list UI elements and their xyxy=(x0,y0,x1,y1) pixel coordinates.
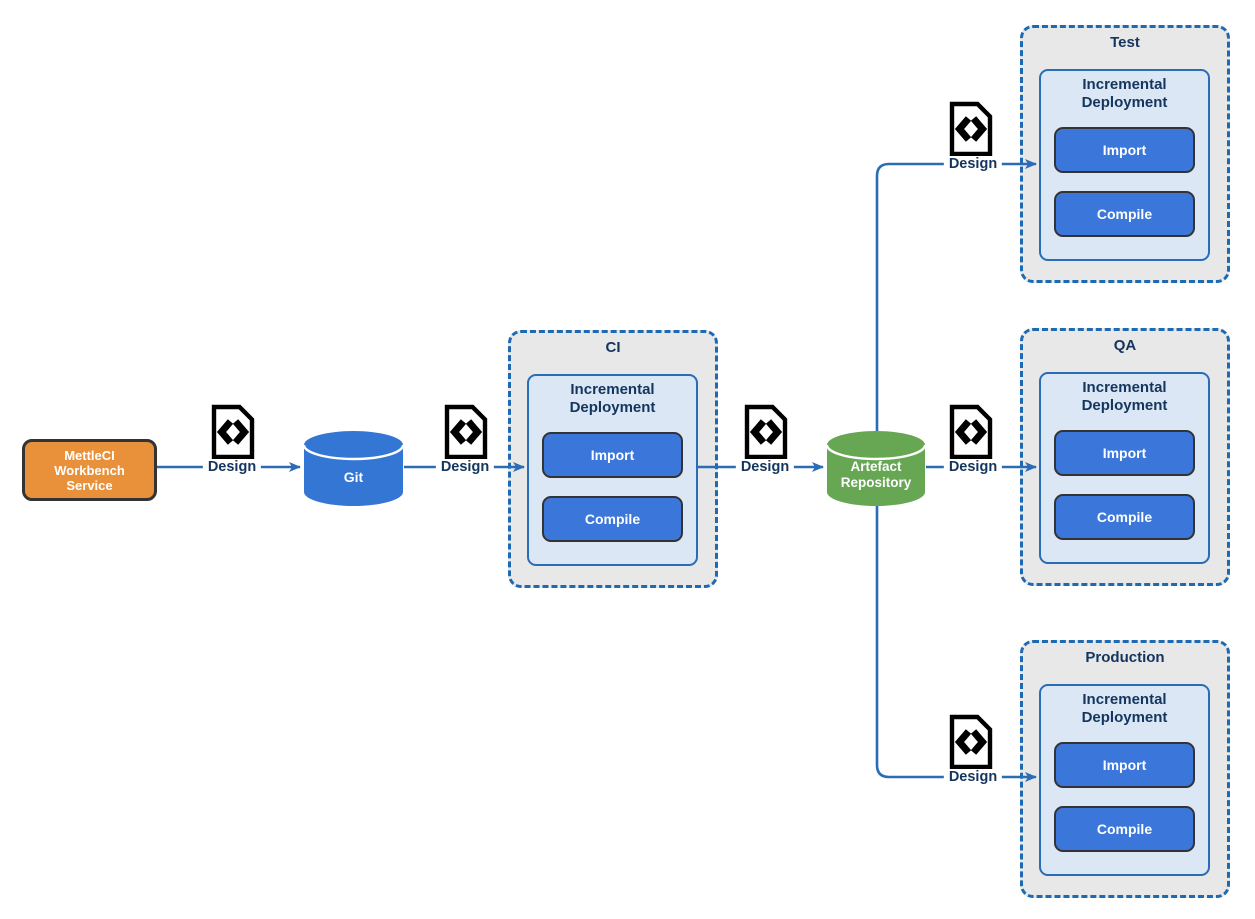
import-step: Import xyxy=(1054,742,1195,788)
import-step: Import xyxy=(1054,430,1195,476)
env-title: CI xyxy=(605,339,621,356)
node-mettleci-workbench-service: MettleCI Workbench Service xyxy=(22,439,157,501)
incremental-deployment-box: Incremental Deployment Import Compile xyxy=(527,374,698,566)
env-title: Production xyxy=(1085,649,1165,666)
edge-label-design: Design xyxy=(735,459,795,475)
edge-label-design: Design xyxy=(943,156,1003,172)
node-artefact-repository: Artefact Repository xyxy=(826,430,926,507)
code-file-icon xyxy=(444,404,488,460)
deployment-title: Incremental Deployment xyxy=(1081,379,1168,414)
node-label: MettleCI Workbench Service xyxy=(54,447,125,493)
edge-label-design: Design xyxy=(202,459,262,475)
edge-artefact-to-test xyxy=(875,159,1037,431)
env-container-test: Test Incremental Deployment Import Compi… xyxy=(1020,25,1230,283)
code-file-icon xyxy=(949,101,993,157)
node-label: Git xyxy=(343,468,364,485)
env-title: QA xyxy=(1113,337,1137,354)
incremental-deployment-box: Incremental Deployment Import Compile xyxy=(1039,372,1210,564)
env-title: Test xyxy=(1110,34,1140,51)
edge-label-design: Design xyxy=(943,459,1003,475)
edge-label-design: Design xyxy=(435,459,495,475)
code-file-icon xyxy=(211,404,255,460)
import-step: Import xyxy=(542,432,683,478)
node-git: Git xyxy=(303,430,404,507)
node-label: Artefact Repository xyxy=(840,459,912,490)
env-container-ci: CI Incremental Deployment Import Compile xyxy=(508,330,718,588)
env-container-qa: QA Incremental Deployment Import Compile xyxy=(1020,328,1230,586)
deployment-title: Incremental Deployment xyxy=(569,381,656,416)
code-file-icon xyxy=(949,714,993,770)
compile-step: Compile xyxy=(1054,191,1195,237)
env-container-production: Production Incremental Deployment Import… xyxy=(1020,640,1230,898)
compile-step: Compile xyxy=(1054,806,1195,852)
code-file-icon xyxy=(949,404,993,460)
incremental-deployment-box: Incremental Deployment Import Compile xyxy=(1039,69,1210,261)
compile-step: Compile xyxy=(1054,494,1195,540)
database-cylinder-icon xyxy=(303,431,404,506)
code-file-icon xyxy=(744,404,788,460)
deployment-title: Incremental Deployment xyxy=(1081,76,1168,111)
incremental-deployment-box: Incremental Deployment Import Compile xyxy=(1039,684,1210,876)
edge-label-design: Design xyxy=(943,769,1003,785)
database-cylinder-icon xyxy=(826,431,926,506)
compile-step: Compile xyxy=(542,496,683,542)
import-step: Import xyxy=(1054,127,1195,173)
deployment-title: Incremental Deployment xyxy=(1081,691,1168,726)
